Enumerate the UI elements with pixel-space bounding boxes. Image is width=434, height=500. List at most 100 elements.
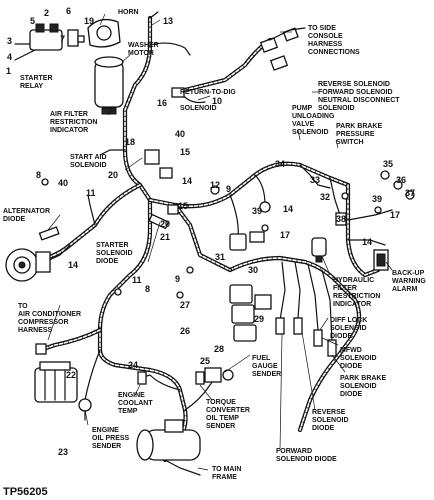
label-hydraulic-2: FILTER bbox=[333, 285, 357, 292]
callout-35: 35 bbox=[383, 159, 393, 169]
alternator-component bbox=[5, 248, 51, 282]
callout-11a: 11 bbox=[86, 188, 96, 198]
callout-33: 33 bbox=[310, 175, 320, 185]
callout-14a: 14 bbox=[182, 176, 192, 186]
callout-25: 25 bbox=[200, 356, 210, 366]
label-fwd-sol-1: FORWARD bbox=[276, 448, 312, 455]
callout-38: 38 bbox=[336, 214, 346, 224]
label-mfwd-1: MFWD bbox=[340, 347, 362, 354]
label-torque-1: TORQUE bbox=[206, 399, 236, 406]
washer-motor-component bbox=[94, 56, 124, 115]
branch-wires bbox=[44, 11, 393, 476]
callout-20a: 20 bbox=[108, 170, 118, 180]
label-side-console-4: CONNECTIONS bbox=[308, 49, 360, 56]
label-rev-sol-2: SOLENOID bbox=[312, 417, 349, 424]
label-hydraulic-4: INDICATOR bbox=[333, 301, 371, 308]
label-horn: HORN bbox=[118, 9, 139, 16]
label-pump-1: PUMP bbox=[292, 105, 313, 112]
torque-converter-sender bbox=[195, 371, 205, 385]
label-backup-3: ALARM bbox=[392, 286, 417, 293]
label-pump-2: UNLOADING bbox=[292, 113, 335, 120]
callout-9b: 9 bbox=[175, 274, 180, 284]
callout-31: 31 bbox=[215, 252, 225, 262]
label-air-filter-3: INDICATOR bbox=[50, 127, 88, 134]
callout-14c: 14 bbox=[283, 204, 293, 214]
park-brake-switch bbox=[335, 212, 347, 226]
label-starter-relay-1: STARTER bbox=[20, 75, 53, 82]
label-hydraulic-3: RESTRICTION bbox=[333, 293, 380, 300]
horn-component bbox=[87, 18, 121, 48]
label-coolant-1: ENGINE bbox=[118, 392, 145, 399]
label-air-filter-1: AIR FILTER bbox=[50, 111, 88, 118]
label-park-sol-1: PARK BRAKE bbox=[340, 375, 386, 382]
label-washer-2: MOTOR bbox=[128, 50, 154, 57]
callout-3: 3 bbox=[7, 36, 12, 46]
clip-set bbox=[41, 178, 382, 299]
starter-solenoid-diode bbox=[148, 204, 179, 230]
label-rev-sol-1: REVERSE bbox=[312, 409, 346, 416]
leader-lines bbox=[47, 13, 393, 471]
relay-cluster bbox=[229, 284, 272, 342]
relay-block-31 bbox=[229, 231, 265, 251]
coolant-temp-sender bbox=[137, 371, 147, 385]
label-return-dig-1: RETURN-TO-DIG bbox=[180, 89, 236, 96]
side-console-connectors bbox=[259, 27, 306, 71]
label-diff-lock-2: SOLENOID bbox=[330, 325, 367, 332]
label-fwd-sol-2: SOLENOID DIODE bbox=[276, 456, 337, 463]
callout-9a: 9 bbox=[226, 184, 231, 194]
callout-26: 26 bbox=[180, 326, 190, 336]
label-air-cond-2: AIR CONDITIONER bbox=[18, 311, 81, 318]
label-air-cond-3: COMPRESSOR bbox=[18, 319, 69, 326]
lower-diodes bbox=[275, 317, 337, 357]
callout-39a: 39 bbox=[252, 206, 262, 216]
callout-29: 29 bbox=[254, 314, 264, 324]
label-oil-2: OIL PRESS bbox=[92, 435, 130, 442]
callout-8b: 8 bbox=[145, 284, 150, 294]
callout-24: 24 bbox=[128, 360, 138, 370]
callout-39b: 39 bbox=[372, 194, 382, 204]
label-park-sol-2: SOLENOID bbox=[340, 383, 377, 390]
starter-motor bbox=[136, 419, 201, 461]
air-conditioner-connector bbox=[35, 343, 47, 355]
label-coolant-3: TEMP bbox=[118, 408, 138, 415]
label-mfwd-3: DIODE bbox=[340, 363, 363, 370]
callout-14d: 14 bbox=[362, 237, 372, 247]
callout-15a: 15 bbox=[180, 147, 190, 157]
callout-14b: 14 bbox=[68, 260, 78, 270]
label-park-brake-1: PARK BRAKE bbox=[336, 123, 382, 130]
callout-19: 19 bbox=[84, 16, 94, 26]
label-main-frame-2: FRAME bbox=[212, 474, 237, 481]
label-starter-sol-2: SOLENOID bbox=[96, 250, 133, 257]
callout-4: 4 bbox=[7, 52, 12, 62]
label-reverse-3: NEUTRAL DISCONNECT bbox=[318, 97, 400, 104]
callout-37: 37 bbox=[405, 188, 415, 198]
label-backup-2: WARNING bbox=[392, 278, 426, 285]
label-oil-1: ENGINE bbox=[92, 427, 119, 434]
callout-1: 1 bbox=[6, 66, 11, 76]
backup-alarm bbox=[373, 249, 389, 271]
label-side-console-2: CONSOLE bbox=[308, 33, 343, 40]
callout-36: 36 bbox=[396, 175, 406, 185]
callout-34: 34 bbox=[275, 159, 285, 169]
label-mfwd-2: SOLENOID bbox=[340, 355, 377, 362]
label-main-frame-1: TO MAIN bbox=[212, 466, 241, 473]
label-diff-lock-1: DIFF LOCK bbox=[330, 317, 367, 324]
callout-22: 22 bbox=[66, 370, 76, 380]
callout-12: 12 bbox=[210, 180, 220, 190]
callout-17a: 17 bbox=[280, 230, 290, 240]
callout-2: 2 bbox=[44, 8, 49, 18]
label-diff-lock-3: DIODE bbox=[330, 333, 353, 340]
label-starter-sol-1: STARTER bbox=[96, 242, 129, 249]
callout-11b: 11 bbox=[132, 275, 142, 285]
label-alternator-2: DIODE bbox=[3, 216, 26, 223]
label-torque-2: CONVERTER bbox=[206, 407, 250, 414]
label-rev-sol-3: DIODE bbox=[312, 425, 335, 432]
callout-13: 13 bbox=[163, 16, 173, 26]
label-fuel-2: GAUGE bbox=[252, 363, 278, 370]
callout-32: 32 bbox=[320, 192, 330, 202]
figure-code: TP56205 bbox=[3, 486, 48, 498]
callout-15b: 15 bbox=[178, 201, 188, 211]
label-start-aid-1: START AID bbox=[70, 154, 107, 161]
return-to-dig-solenoid bbox=[171, 87, 206, 104]
label-oil-3: SENDER bbox=[92, 443, 121, 450]
